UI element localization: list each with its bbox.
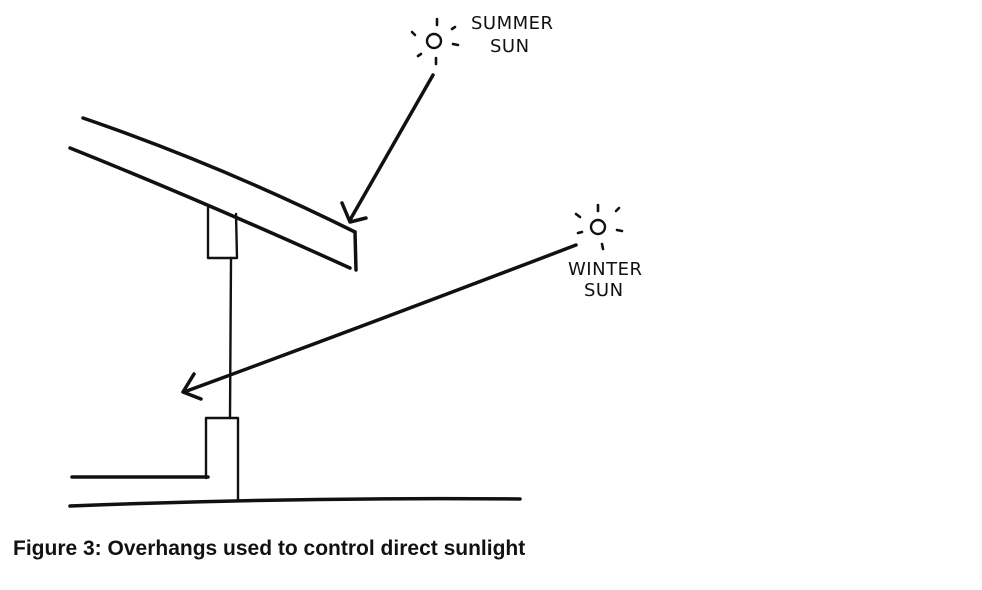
- summer-sun-icon: [410, 17, 460, 66]
- figure-caption: Figure 3: Overhangs used to control dire…: [13, 537, 526, 560]
- winter-sun-icon: [574, 203, 624, 251]
- winter-sun-label-line1: WINTER: [568, 259, 642, 280]
- winter-sun-ray-arrow: [181, 243, 578, 401]
- window-line: [228, 256, 233, 420]
- summer-sun-label-line2: SUN: [490, 36, 530, 57]
- ground-line: [68, 496, 522, 508]
- roof-overhang: [68, 116, 358, 272]
- summer-sun-ray-arrow: [340, 73, 435, 224]
- winter-sun-label-line2: SUN: [584, 280, 624, 301]
- summer-sun-label-line1: SUMMER: [471, 13, 554, 34]
- upper-wall-block: [206, 206, 239, 260]
- lower-wall-block: [204, 416, 240, 502]
